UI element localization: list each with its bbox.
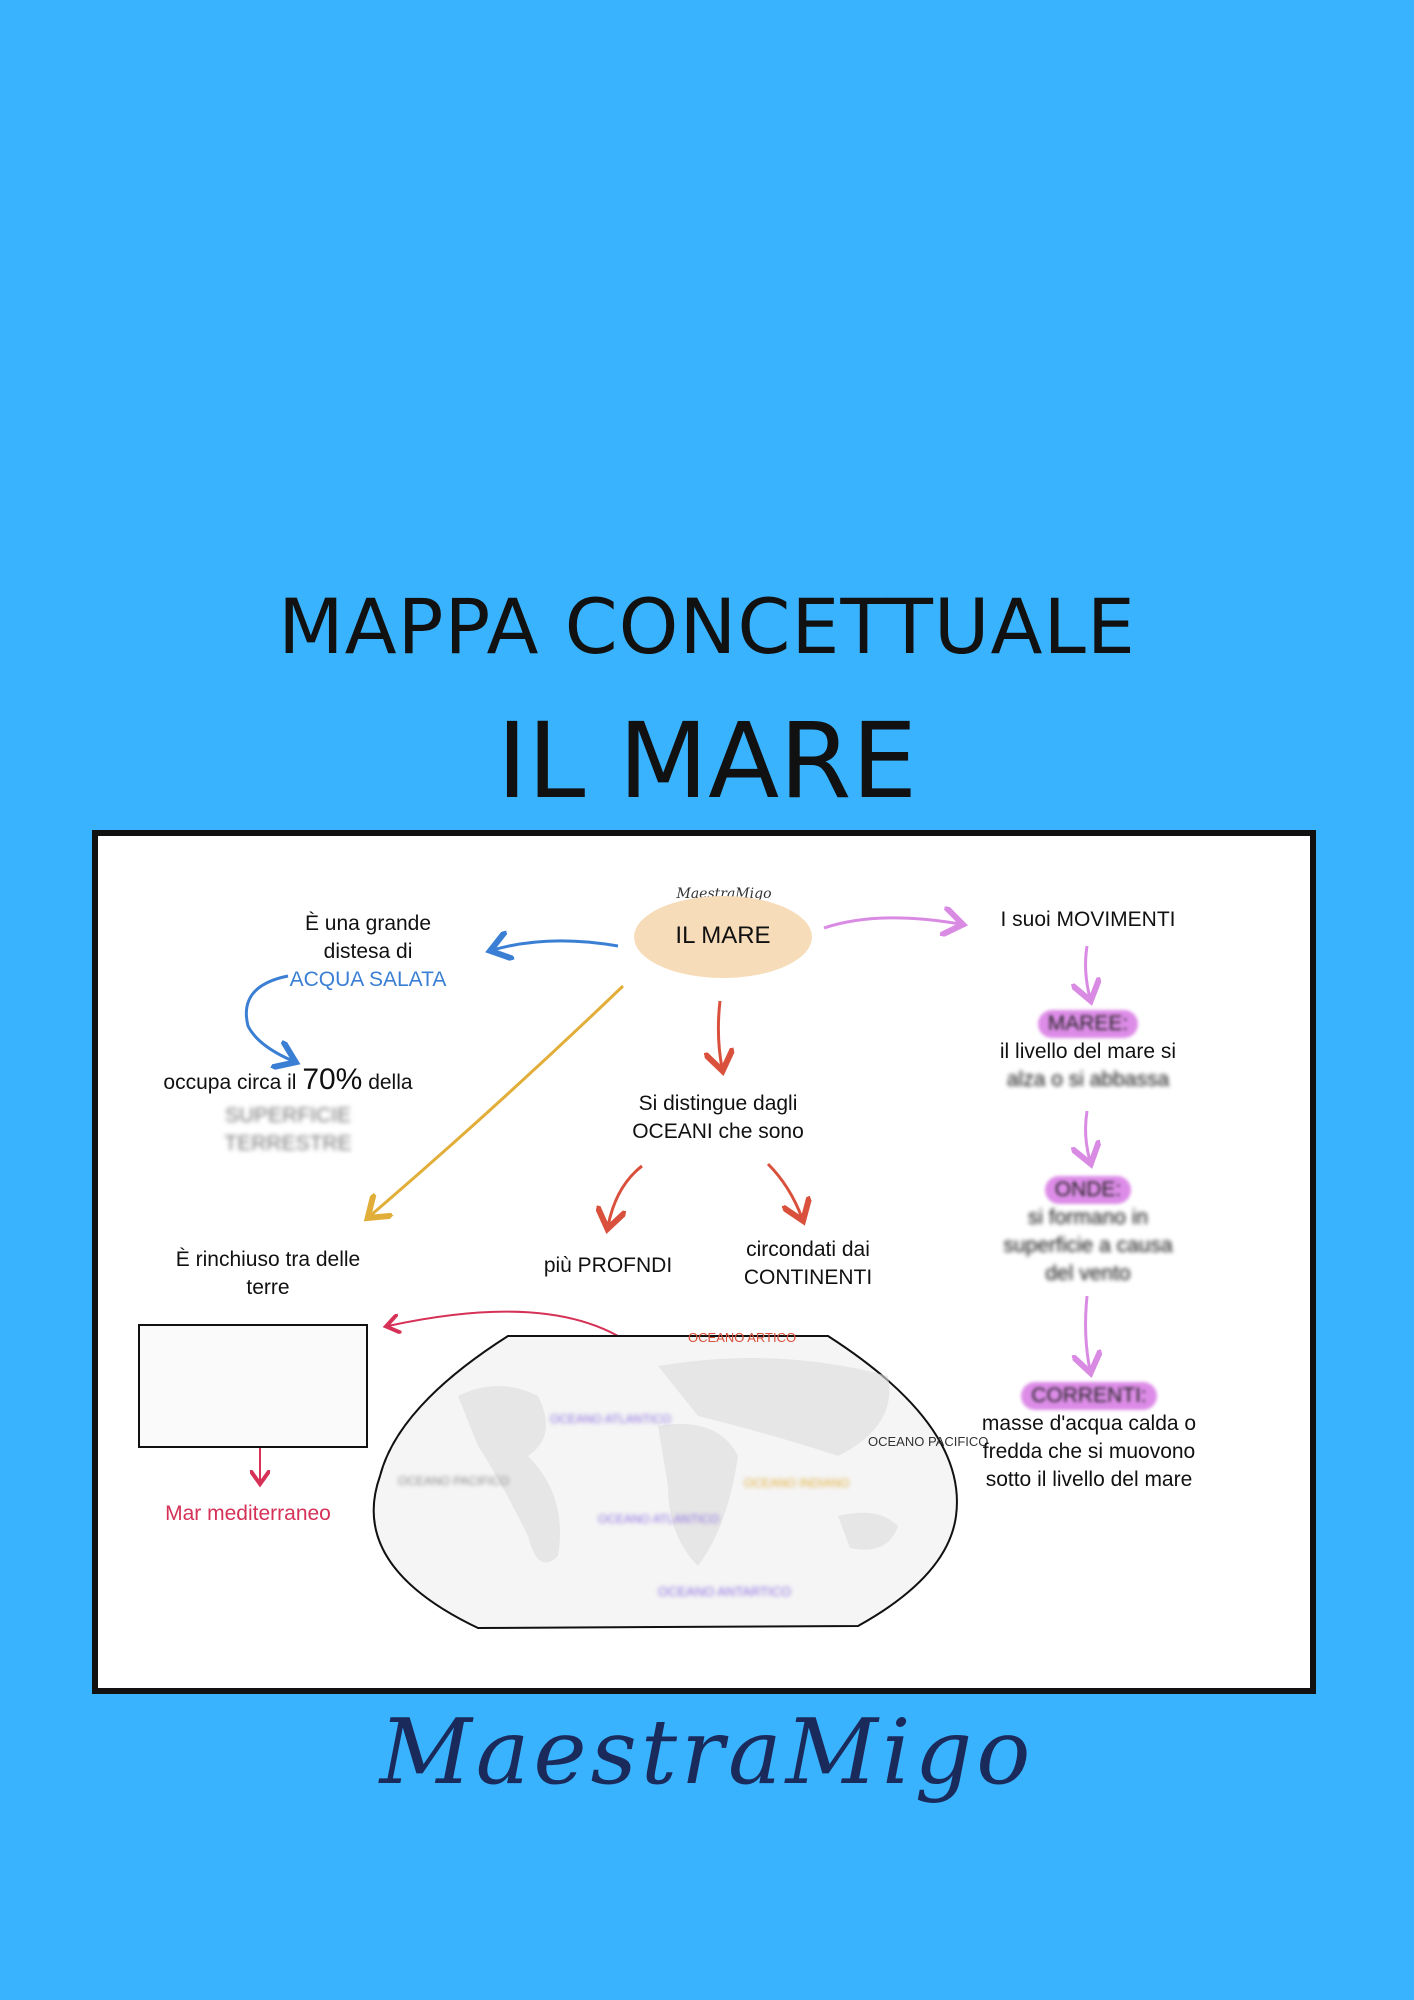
distinguish-line2: OCEANI che sono	[632, 1120, 804, 1143]
map-label-antarctic: OCEANO ANTARTICO	[658, 1584, 792, 1599]
currents-title: CORRENTI:	[1021, 1382, 1157, 1410]
map-label-pacific-west: OCEANO PACIFICO	[398, 1474, 510, 1488]
footer-signature: MaestraMigo	[379, 1700, 1035, 1805]
arrow-to-distinguish	[718, 1000, 722, 1068]
definition-highlight: ACQUA SALATA	[289, 968, 447, 991]
currents-line3: sotto il livello del mare	[985, 1468, 1193, 1491]
center-node-ellipse	[634, 896, 812, 978]
med-label: Mar mediterraneo	[165, 1502, 331, 1525]
arrow-to-definition	[493, 941, 619, 950]
closed-line1: È rinchiuso tra delle	[175, 1248, 361, 1271]
map-label-pacific-east: OCEANO PACIFICO	[868, 1434, 989, 1449]
tides-line2: alza o si abbassa	[1006, 1068, 1170, 1091]
map-label-arctic: OCEANO ARTICO	[688, 1330, 797, 1345]
currents-line2: fredda che si muovono	[982, 1440, 1196, 1463]
percent-prefix: occupa circa il	[163, 1071, 297, 1094]
continent-americas	[458, 1386, 560, 1563]
definition-text: È una grande distesa di ACQUA SALATA	[268, 910, 468, 994]
center-node-label: IL MARE	[675, 922, 771, 949]
world-map	[372, 1335, 958, 1630]
surrounded-line2: CONTINENTI	[743, 1266, 873, 1289]
waves-line1: si formano in	[1027, 1206, 1149, 1229]
arrow-to-deeper	[608, 1164, 643, 1226]
closed-line2: terre	[246, 1276, 290, 1299]
percent-suffix: della	[368, 1071, 413, 1094]
currents-line1: masse d'acqua calda o	[981, 1412, 1197, 1435]
concept-map-card: MaestraMigo IL MARE È una grande distesa…	[92, 830, 1316, 1694]
tides-title: MAREE:	[1037, 1010, 1139, 1038]
surface-line2: TERRESTRE	[224, 1132, 352, 1155]
continent-australia	[838, 1512, 898, 1550]
med-map-frame	[138, 1324, 368, 1448]
tides-block: MAREE: il livello del mare si alza o si …	[978, 1010, 1198, 1094]
definition-line2: distesa di	[323, 940, 413, 963]
continent-eurasia	[658, 1358, 890, 1456]
currents-block: CORRENTI: masse d'acqua calda o fredda c…	[954, 1382, 1224, 1494]
tides-line1: il livello del mare si	[999, 1040, 1177, 1063]
definition-line1: È una grande	[304, 912, 432, 935]
surrounded-text: circondati dai CONTINENTI	[718, 1236, 898, 1292]
arrows-layer	[147, 836, 1310, 1630]
title-concept-map: MAPPA CONCETTUALE	[278, 582, 1136, 671]
arrow-to-waves	[1086, 1110, 1090, 1161]
map-label-atlantic-north: OCEANO ATLANTICO	[550, 1412, 672, 1426]
continent-africa	[658, 1424, 738, 1566]
movements-text: I suoi MOVIMENTI	[1000, 908, 1176, 931]
map-label-atlantic-south: OCEANO ATLANTICO	[598, 1512, 720, 1526]
arrow-to-currents	[1086, 1295, 1090, 1370]
closed-text: È rinchiuso tra delle terre	[148, 1246, 388, 1302]
arrow-to-tides	[1086, 945, 1090, 998]
waves-block: ONDE: si formano in superficie a causa d…	[978, 1176, 1198, 1288]
distinguish-text: Si distingue dagli OCEANI che sono	[618, 1090, 818, 1146]
surface-text: SUPERFICIE TERRESTRE	[188, 1102, 388, 1158]
percent-text: occupa circa il 70% della	[148, 1063, 428, 1097]
surface-line1: SUPERFICIE	[224, 1104, 352, 1127]
waves-line2: superficie a causa	[1003, 1234, 1173, 1257]
arrow-to-closed	[370, 984, 625, 1216]
map-label-indian: OCEANO INDIANO	[744, 1476, 850, 1490]
waves-line3: del vento	[1045, 1262, 1131, 1285]
arrow-to-movements	[823, 918, 960, 928]
percent-value: 70%	[302, 1063, 363, 1096]
distinguish-line1: Si distingue dagli	[638, 1092, 798, 1115]
arrow-to-surrounded	[766, 1162, 802, 1218]
title-il-mare: IL MARE	[496, 700, 918, 822]
arrow-to-percent	[244, 974, 293, 1061]
deeper-text: più PROFNDI	[543, 1254, 673, 1277]
surrounded-line1: circondati dai	[746, 1238, 870, 1261]
waves-title: ONDE:	[1044, 1176, 1132, 1204]
